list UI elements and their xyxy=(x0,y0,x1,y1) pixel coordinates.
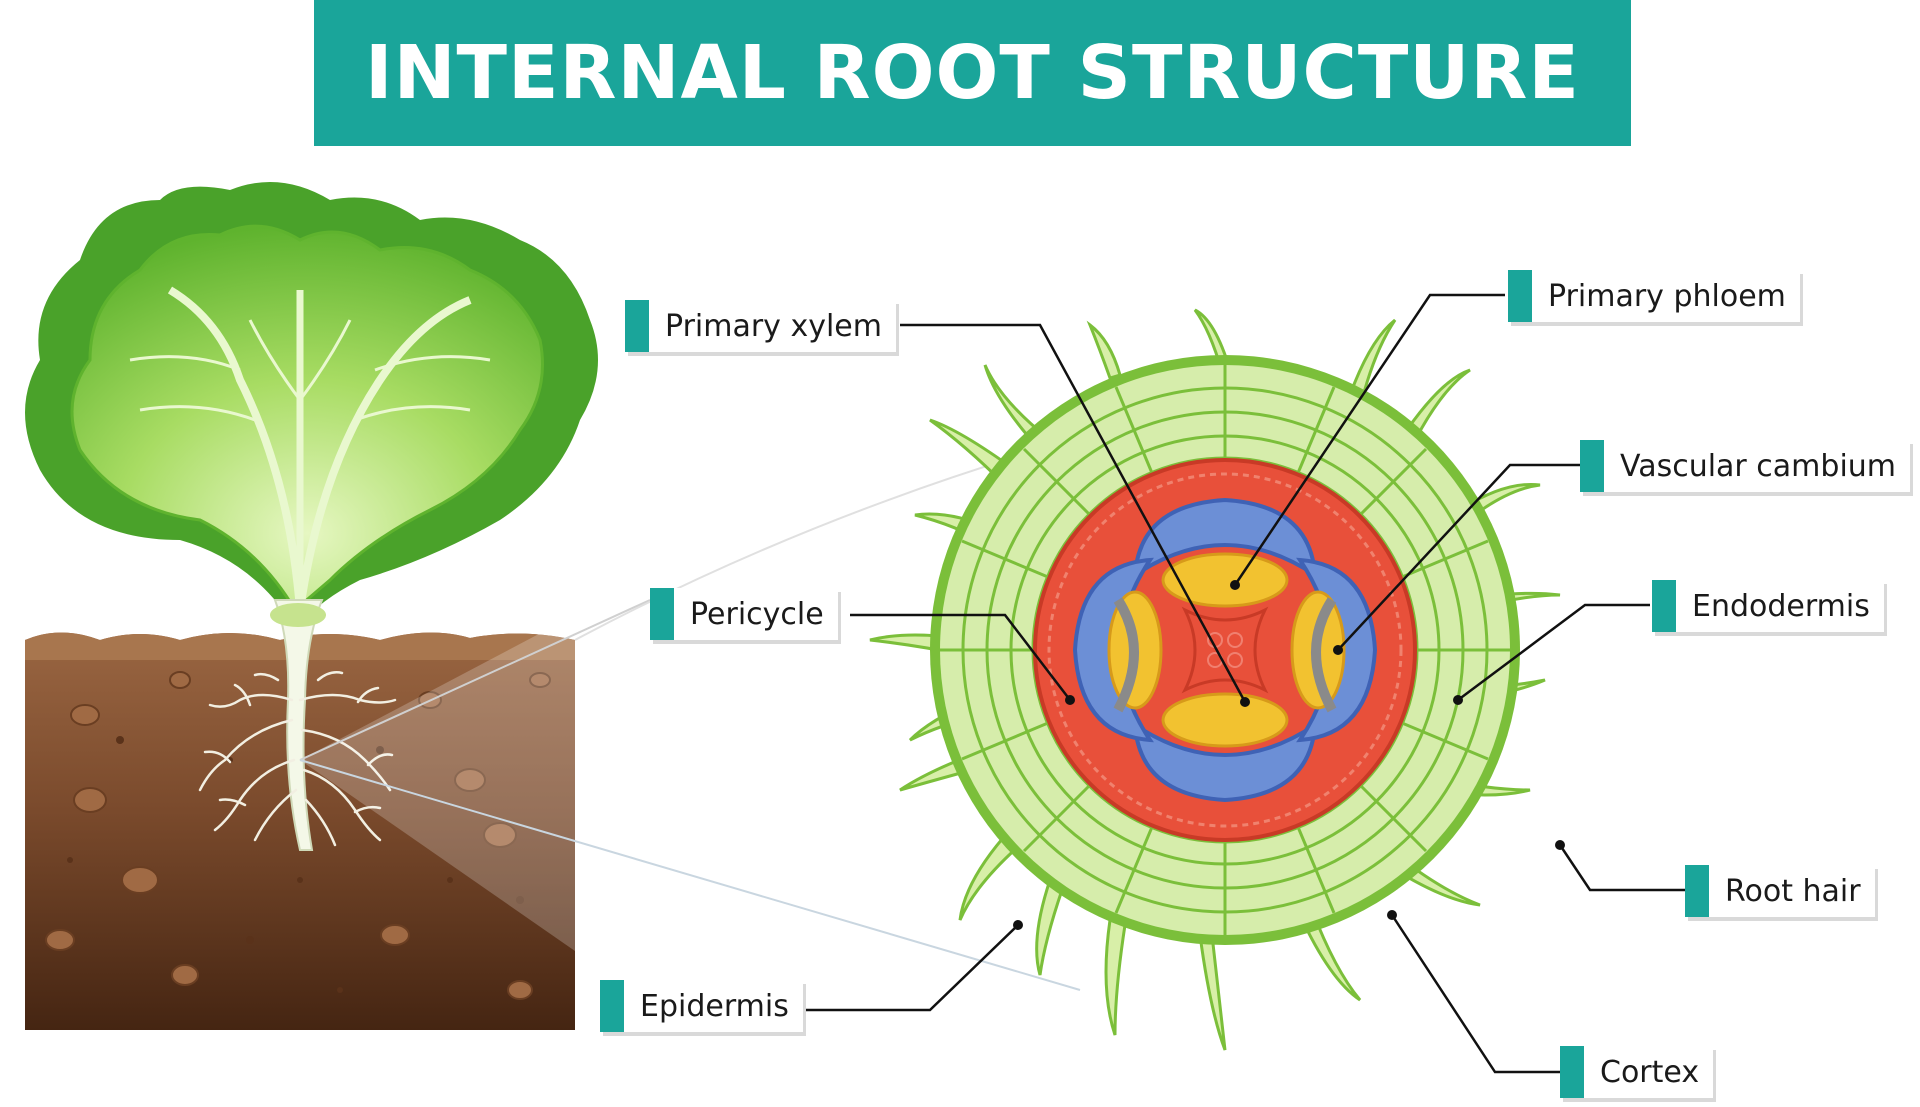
label-text: Primary phloem xyxy=(1548,278,1786,314)
label-tab xyxy=(625,300,649,352)
root-cross-section xyxy=(869,308,1561,1051)
label-tab xyxy=(1685,865,1709,917)
label-tab xyxy=(650,588,674,640)
label-primary-phloem: Primary phloem xyxy=(1508,270,1800,322)
cambium-tissue xyxy=(1113,597,1337,713)
label-cortex: Cortex xyxy=(1560,1046,1714,1098)
label-text: Primary xylem xyxy=(665,308,882,344)
cortex-cell-walls xyxy=(940,365,1510,935)
label-tab xyxy=(1580,440,1604,492)
label-endodermis: Endodermis xyxy=(1652,580,1884,632)
title-banner: INTERNAL ROOT STRUCTURE xyxy=(314,0,1631,146)
leader-lines xyxy=(800,293,1685,1074)
label-text: Root hair xyxy=(1725,873,1861,909)
label-epidermis: Epidermis xyxy=(600,980,803,1032)
label-text: Pericycle xyxy=(690,596,824,632)
lettuce-plant-illustration xyxy=(25,182,1081,1010)
label-text: Epidermis xyxy=(640,988,789,1024)
label-text: Endodermis xyxy=(1692,588,1870,624)
label-tab xyxy=(1508,270,1532,322)
diagram-title: INTERNAL ROOT STRUCTURE xyxy=(365,30,1580,116)
label-tab xyxy=(1560,1046,1584,1098)
leader-dots xyxy=(1013,580,1565,930)
label-tab xyxy=(600,980,624,1032)
label-vascular-cambium: Vascular cambium xyxy=(1580,440,1911,492)
label-tab xyxy=(1652,580,1676,632)
central-xylem xyxy=(1181,606,1269,694)
label-root-hair: Root hair xyxy=(1685,865,1875,917)
label-text: Vascular cambium xyxy=(1620,448,1897,484)
label-pericycle: Pericycle xyxy=(650,588,838,640)
label-text: Cortex xyxy=(1600,1054,1700,1090)
label-primary-xylem: Primary xylem xyxy=(625,300,896,352)
